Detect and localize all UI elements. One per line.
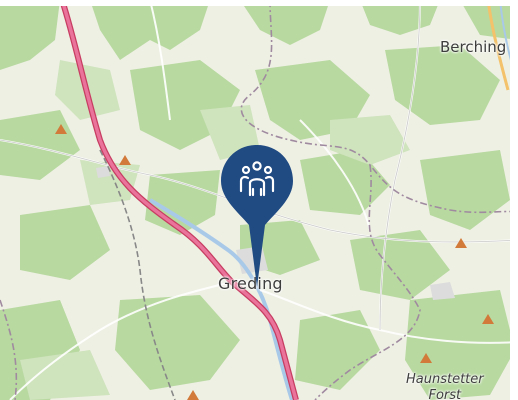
forest-label-line1: Haunstetter — [406, 372, 484, 387]
peak-marker-icon — [55, 124, 67, 134]
forest-label-line2: Forst — [428, 388, 462, 400]
peak-marker-icon — [187, 390, 199, 400]
pin-shape — [221, 145, 293, 287]
place-label-berching: Berching — [440, 38, 507, 56]
map-right-edge — [510, 0, 518, 400]
regional-road — [486, 0, 510, 91]
group-people-icon — [239, 161, 275, 197]
peak-marker-icon — [119, 155, 131, 165]
map-top-edge — [0, 0, 518, 6]
location-pin-marker[interactable] — [219, 143, 295, 289]
place-label-greding: Greding — [218, 274, 283, 293]
river-line — [148, 198, 294, 400]
peak-marker-icon — [420, 353, 432, 363]
place-label-forest: Haunstetter Forst — [406, 372, 484, 400]
peak-marker-icon — [455, 238, 467, 248]
railway-line — [99, 149, 176, 400]
peak-marker-icon — [482, 314, 494, 324]
motorway-line — [60, 0, 298, 400]
